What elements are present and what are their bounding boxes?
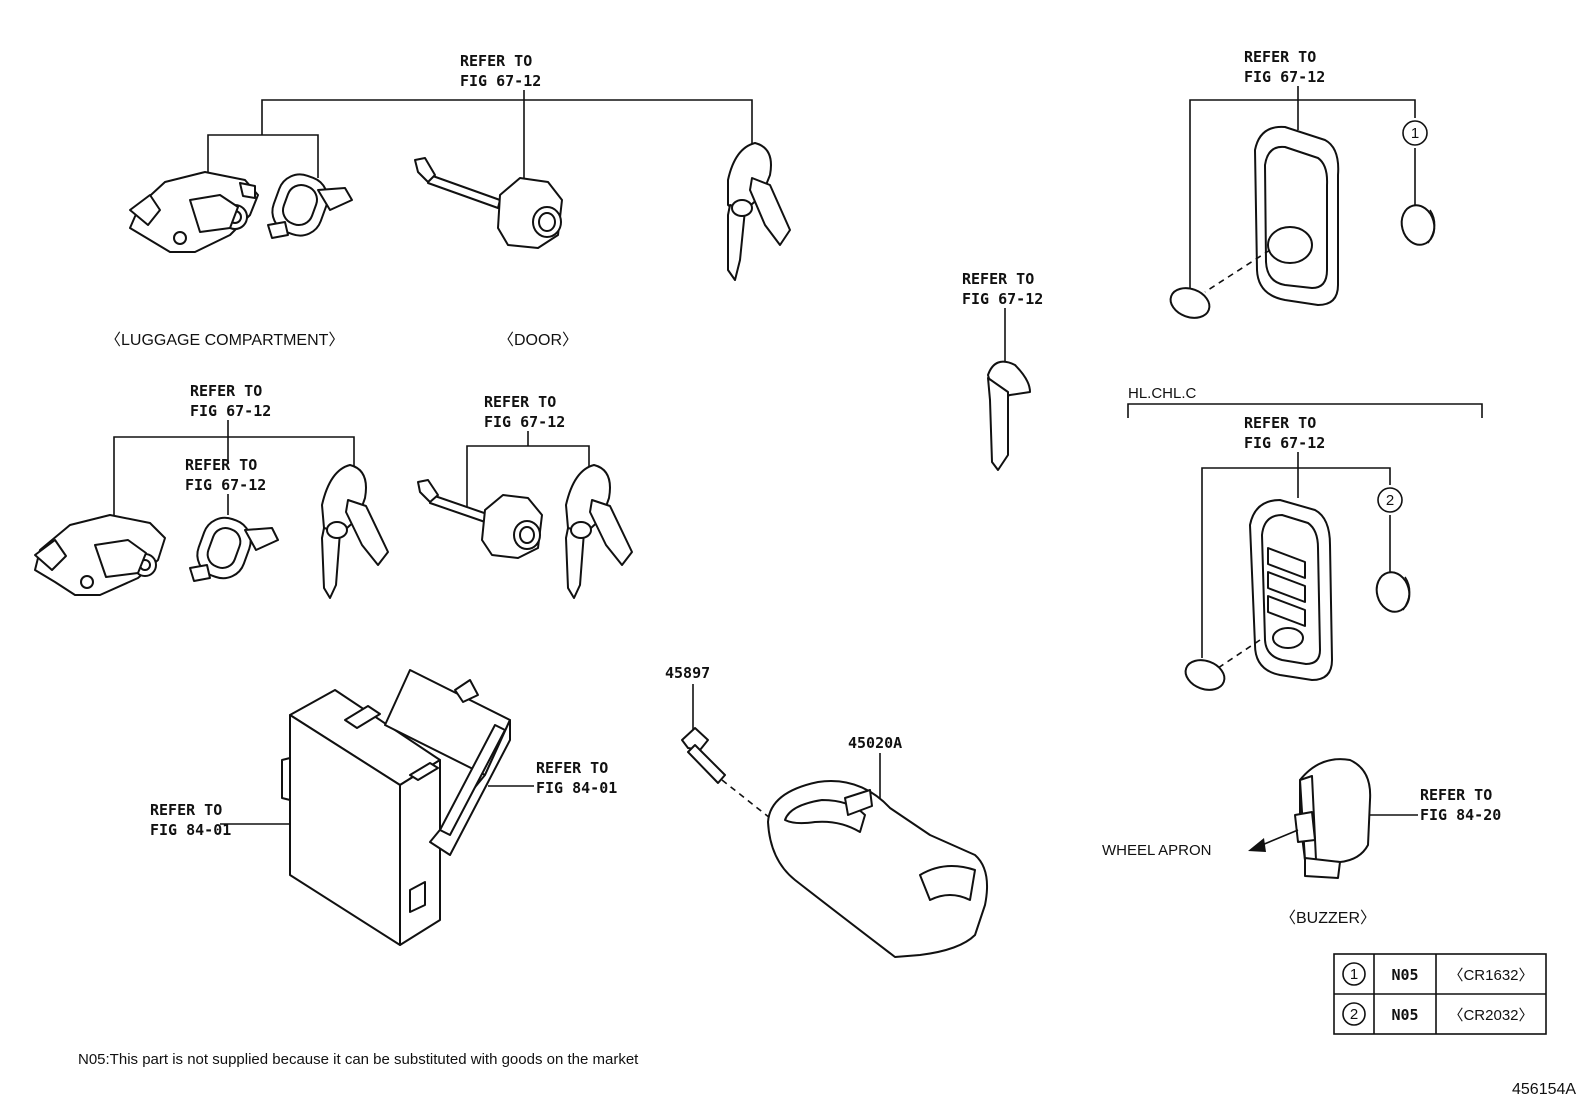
refer-fig-label: FIG 67-12 (1244, 68, 1325, 86)
refer-label: REFER TO (1244, 48, 1316, 66)
table-cell-code: N05 (1391, 966, 1418, 984)
center-key-group: REFER TO FIG 67-12 (962, 270, 1043, 471)
part-number-45020A: 45020A (848, 734, 902, 752)
table-cell-num: 2 (1350, 1006, 1358, 1023)
part-number-45897: 45897 (665, 664, 710, 682)
table-row: 2 N05 〈CR2032〉 (1342, 1002, 1534, 1026)
key-blade-part (987, 360, 1031, 471)
table-cell-code: N05 (1391, 1006, 1418, 1024)
refer-label: REFER TO (1244, 414, 1316, 432)
mid-left-group: REFER TO FIG 67-12 REFER TO FIG 67-12 (34, 382, 633, 599)
key-part (565, 464, 633, 599)
ecu-group: REFER TO FIG 84-01 REFER TO FIG 84-01 (150, 669, 617, 946)
footnote: N05:This part is not supplied because it… (78, 1051, 639, 1068)
hl-chl-c-group: HL.CHL.C REFER TO FIG 67-12 2 (1127, 385, 1483, 691)
hl-chl-c-label: HL.CHL.C (1128, 385, 1197, 402)
table-row: 1 N05 〈CR1632〉 (1342, 962, 1534, 986)
refer-fig-label: FIG 84-01 (536, 779, 617, 797)
key-part (321, 464, 389, 599)
luggage-lock-cylinder-part (129, 171, 259, 253)
door-lock-cylinder-part (414, 157, 563, 249)
diagram-id: 456154A (1512, 1081, 1576, 1098)
callout-number: 1 (1411, 125, 1419, 142)
ecu-sub-module-part (384, 669, 511, 856)
refer-fig-label: FIG 67-12 (1244, 434, 1325, 452)
refer-fig-label: FIG 84-01 (150, 821, 231, 839)
refer-label: REFER TO (190, 382, 262, 400)
coil-group: 45897 45020A (665, 664, 988, 958)
luggage-lock-cylinder-part (34, 514, 166, 596)
luggage-gasket-part (189, 516, 279, 582)
buzzer-label: 〈BUZZER〉 (1280, 910, 1376, 927)
top-right-fob-group: REFER TO FIG 67-12 1 (1169, 48, 1436, 319)
door-lock-cylinder-part (417, 479, 543, 559)
luggage-compartment-label: 〈LUGGAGE COMPARTMENT〉 (105, 332, 344, 349)
refer-label: REFER TO (460, 52, 532, 70)
coin-battery-part (1375, 571, 1411, 613)
buzzer-group: REFER TO FIG 84-20 WHEEL APRON 〈BUZZER〉 (1102, 758, 1501, 927)
luggage-gasket-part (267, 173, 353, 239)
refer-fig-label: FIG 67-12 (962, 290, 1043, 308)
refer-label: REFER TO (185, 456, 257, 474)
table-cell-num: 1 (1350, 966, 1358, 983)
table-cell-battery: 〈CR2032〉 (1448, 1007, 1533, 1024)
callout-2: 2 (1377, 487, 1403, 513)
top-left-group: REFER TO FIG 67-12 (105, 52, 791, 349)
transponder-coil-part (767, 780, 988, 958)
refer-label: REFER TO (1420, 786, 1492, 804)
callout-number: 2 (1386, 492, 1394, 509)
refer-fig-label: FIG 84-20 (1420, 806, 1501, 824)
refer-fig-label: FIG 67-12 (484, 413, 565, 431)
battery-cover-part (1184, 659, 1226, 691)
door-label: 〈DOOR〉 (498, 332, 578, 349)
refer-label: REFER TO (484, 393, 556, 411)
battery-table: 1 N05 〈CR1632〉 2 N05 〈CR2032〉 (1333, 953, 1547, 1035)
buzzer-part (1294, 758, 1372, 879)
smart-key-fob-part (1254, 125, 1340, 306)
refer-fig-label: FIG 67-12 (190, 402, 271, 420)
refer-fig-label: FIG 67-12 (185, 476, 266, 494)
wheel-apron-label: WHEEL APRON (1102, 842, 1211, 859)
ecu-module-part (281, 689, 441, 946)
key-part (727, 142, 791, 281)
smart-key-fob-part (1249, 499, 1333, 681)
refer-fig-label: FIG 67-12 (460, 72, 541, 90)
refer-label: REFER TO (962, 270, 1034, 288)
callout-1: 1 (1402, 120, 1428, 146)
refer-label: REFER TO (536, 759, 608, 777)
battery-cover-part (1169, 287, 1211, 319)
coin-battery-part (1400, 204, 1436, 246)
refer-label: REFER TO (150, 801, 222, 819)
table-cell-battery: 〈CR1632〉 (1448, 967, 1533, 984)
bolt-part (681, 727, 726, 784)
arrow-icon (1248, 838, 1266, 852)
